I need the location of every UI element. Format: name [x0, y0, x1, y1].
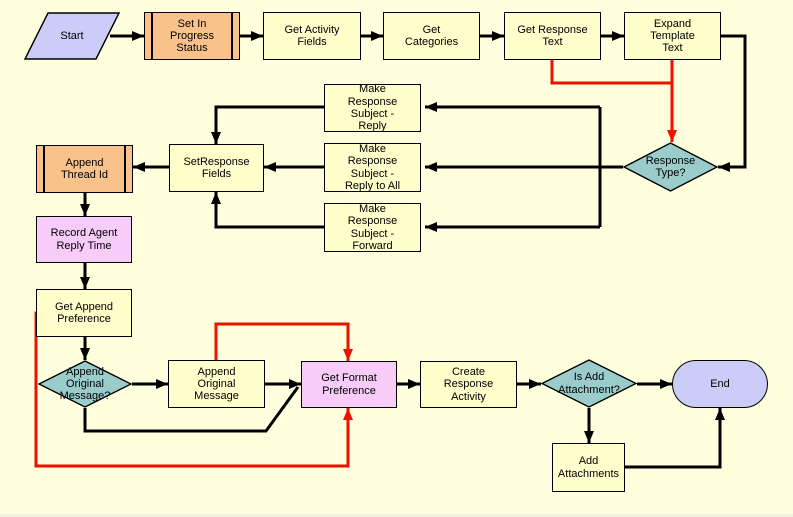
- node-label: End: [710, 377, 730, 390]
- node-get-format-preference[interactable]: Get Format Preference: [301, 361, 397, 408]
- node-create-response-activity[interactable]: Create Response Activity: [420, 361, 517, 408]
- connector-add-attachments-to-end[interactable]: [625, 408, 725, 469]
- node-label: Append Original Message?: [59, 365, 111, 403]
- decision-diamond-shape: [541, 359, 637, 408]
- exception-connector-append-original-message-to-get-format-preference[interactable]: [214, 322, 353, 361]
- node-end[interactable]: End: [672, 360, 768, 408]
- node-make-response-subject-reply-to-all[interactable]: Make Response Subject - Reply to All: [324, 143, 421, 192]
- node-start[interactable]: Start: [24, 12, 120, 60]
- subprocess-bar: [124, 146, 126, 192]
- node-append-thread-id[interactable]: Append Thread Id: [36, 145, 133, 193]
- node-get-response-text[interactable]: Get Response Text: [504, 12, 601, 60]
- node-label: SetResponse Fields: [183, 155, 250, 180]
- node-label: Start: [60, 29, 84, 42]
- node-make-response-subject-reply[interactable]: Make Response Subject - Reply: [324, 83, 421, 133]
- node-get-activity-fields[interactable]: Get Activity Fields: [263, 12, 361, 60]
- subprocess-bar: [231, 13, 233, 59]
- node-append-original-message[interactable]: Append Original Message: [168, 360, 265, 408]
- node-setresponse-fields[interactable]: SetResponse Fields: [169, 144, 264, 192]
- node-set-in-progress-status[interactable]: Set In Progress Status: [144, 12, 240, 60]
- node-expand-template-text[interactable]: Expand Template Text: [624, 12, 721, 60]
- decision-diamond-shape: [623, 142, 718, 192]
- node-label: Create Response Activity: [443, 366, 494, 403]
- connector-make-reply-to-setresponse-fields[interactable]: [211, 105, 324, 144]
- node-label: Get Categories: [404, 23, 459, 48]
- start-parallelogram-shape: [24, 12, 120, 60]
- node-append-original-message-decision[interactable]: Append Original Message?: [38, 360, 132, 408]
- node-label: Get Activity Fields: [284, 23, 340, 48]
- subprocess-bar: [151, 13, 153, 59]
- subprocess-bar: [43, 146, 45, 192]
- node-get-append-preference[interactable]: Get Append Preference: [36, 289, 132, 337]
- node-record-agent-reply-time[interactable]: Record Agent Reply Time: [36, 216, 132, 263]
- exception-connector-get-response-text-join[interactable]: [550, 60, 671, 85]
- node-make-response-subject-forward[interactable]: Make Response Subject - Forward: [324, 203, 421, 252]
- node-label: Add Attachments: [557, 455, 620, 480]
- node-label: Get Format Preference: [321, 372, 377, 397]
- node-label: Is Add Attachment?: [558, 371, 620, 396]
- connector-append-original-decision-no-branch[interactable]: [83, 386, 300, 433]
- node-label: Make Response Subject - Reply to All: [344, 142, 401, 192]
- node-label: Get Append Preference: [54, 300, 114, 325]
- node-label: Make Response Subject - Reply: [347, 83, 398, 133]
- node-label: Expand Template Text: [650, 17, 695, 55]
- node-add-attachments[interactable]: Add Attachments: [552, 443, 625, 492]
- node-label: Response Type?: [645, 154, 696, 179]
- node-label: Get Response Text: [517, 23, 588, 48]
- node-label: Make Response Subject - Forward: [347, 202, 398, 252]
- node-label: Append Original Message: [194, 365, 239, 403]
- node-label: Append Thread Id: [60, 156, 109, 181]
- node-label: Record Agent Reply Time: [50, 227, 118, 252]
- decision-diamond-shape: [38, 360, 132, 408]
- node-response-type-decision[interactable]: Response Type?: [623, 142, 718, 192]
- node-label: Set In Progress Status: [169, 17, 215, 55]
- connector-make-forward-to-setresponse-fields[interactable]: [211, 192, 324, 229]
- connector-expand-template-text-to-response-type[interactable]: [718, 34, 747, 172]
- node-get-categories[interactable]: Get Categories: [383, 12, 480, 60]
- canvas-bottom-edge: [0, 514, 793, 517]
- node-is-add-attachment-decision[interactable]: Is Add Attachment?: [541, 359, 637, 408]
